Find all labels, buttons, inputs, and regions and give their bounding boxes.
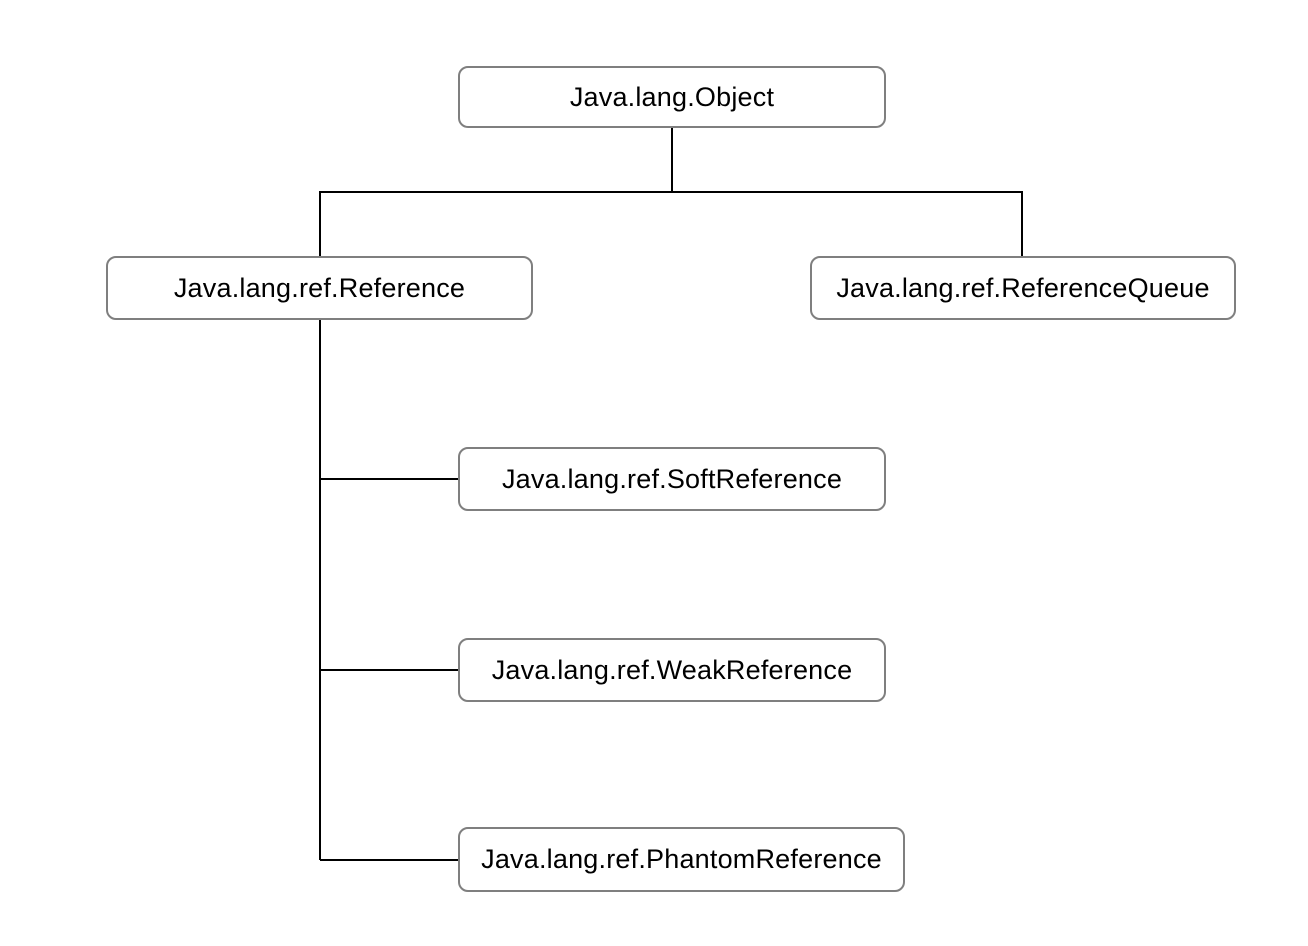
node-label: Java.lang.ref.Reference — [173, 272, 466, 303]
node-java-lang-ref-referencequeue: Java.lang.ref.ReferenceQueue — [810, 256, 1236, 320]
node-label: Java.lang.Object — [569, 81, 775, 112]
node-label: Java.lang.ref.WeakReference — [491, 654, 853, 685]
node-label: Java.lang.ref.PhantomReference — [481, 844, 882, 874]
node-label: Java.lang.ref.ReferenceQueue — [836, 272, 1210, 303]
node-label: Java.lang.ref.SoftReference — [501, 463, 843, 494]
node-java-lang-ref-phantomreference: Java.lang.ref.PhantomReference — [458, 827, 905, 892]
edge-object-to-reference-and-queue — [319, 191, 1023, 256]
node-java-lang-ref-reference: Java.lang.ref.Reference — [106, 256, 533, 320]
node-java-lang-object: Java.lang.Object — [458, 66, 886, 128]
node-java-lang-ref-softreference: Java.lang.ref.SoftReference — [458, 447, 886, 511]
node-java-lang-ref-weakreference: Java.lang.ref.WeakReference — [458, 638, 886, 702]
